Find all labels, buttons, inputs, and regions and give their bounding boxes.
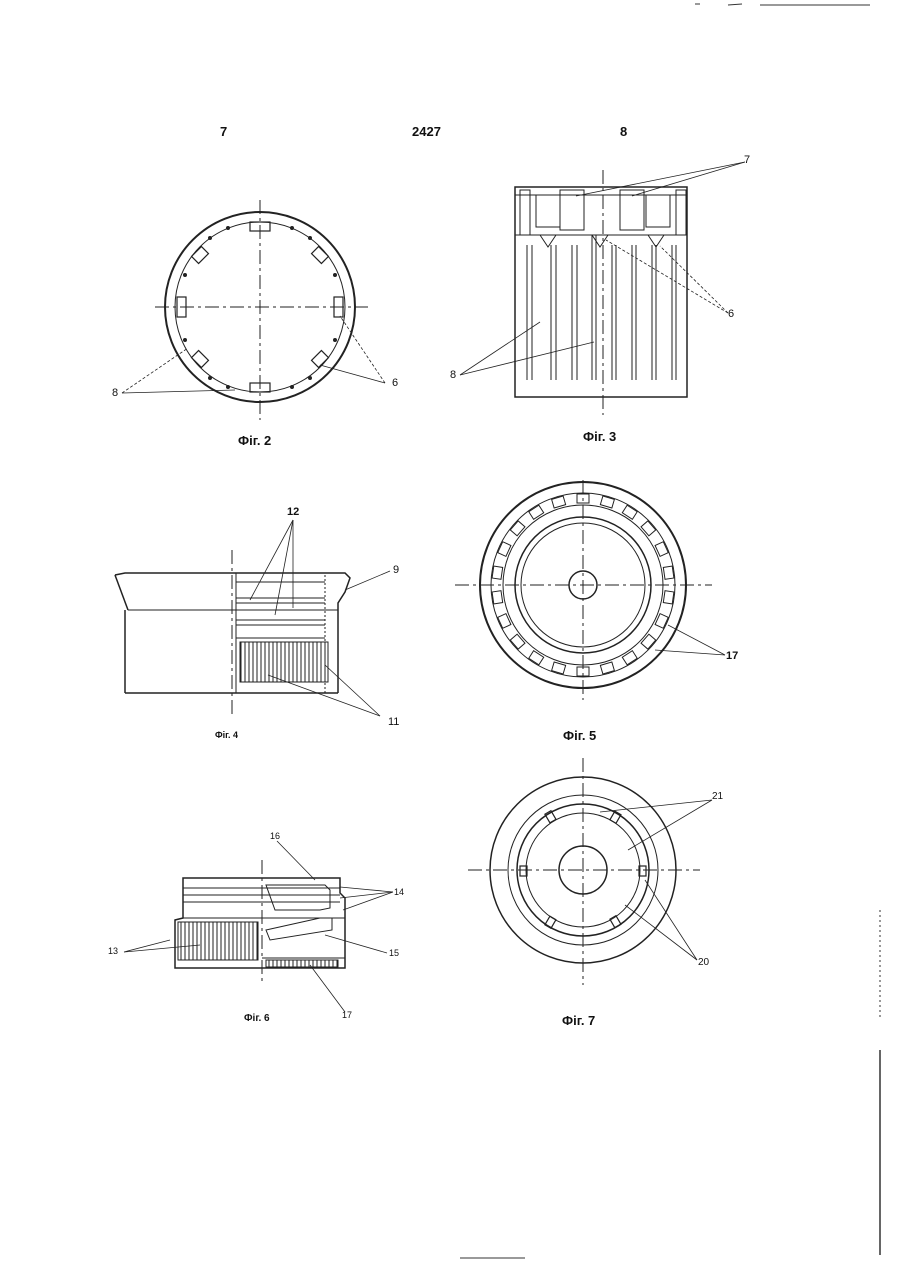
figure-6-drawing [124, 841, 393, 1012]
fig5-ring-tooth [510, 634, 525, 649]
fig7-callout-20: 20 [698, 957, 709, 968]
fig2-caption: Фіг. 2 [238, 433, 271, 448]
fig3-callout-7: 7 [744, 154, 750, 166]
figure-3-drawing [460, 162, 745, 415]
fig4-caption: Фіг. 4 [215, 730, 238, 740]
figure-4-drawing [115, 520, 390, 716]
figure-5-drawing [455, 480, 725, 700]
fig6-callout-15: 15 [389, 948, 399, 958]
fig6-callout-17: 17 [342, 1010, 352, 1020]
fig5-ring-tooth [641, 634, 656, 649]
figure-7-drawing [468, 758, 712, 985]
fig6-callout-13: 13 [108, 946, 118, 956]
fig5-callout-17: 17 [726, 650, 738, 662]
fig5-ring-tooth [641, 521, 656, 536]
scan-marks [460, 4, 880, 1258]
fig2-callout-8: 8 [112, 387, 118, 399]
fig5-ring-tooth [492, 591, 503, 604]
fig5-caption: Фіг. 5 [563, 728, 596, 743]
fig5-ring-tooth [510, 521, 525, 536]
fig3-callout-8: 8 [450, 369, 456, 381]
figure-2-drawing [122, 200, 385, 420]
fig6-caption: Фіг. 6 [244, 1013, 270, 1024]
fig6-callout-16: 16 [270, 831, 280, 841]
fig4-callout-12: 12 [287, 506, 299, 518]
fig5-ring-tooth [492, 566, 503, 579]
fig7-caption: Фіг. 7 [562, 1013, 595, 1028]
fig5-ring-tooth [663, 591, 674, 604]
fig3-callout-6: 6 [728, 308, 734, 320]
fig2-callout-6: 6 [392, 377, 398, 389]
fig5-ring-tooth [663, 566, 674, 579]
fig6-callout-14: 14 [394, 887, 404, 897]
fig4-callout-11: 11 [388, 716, 399, 728]
fig3-caption: Фіг. 3 [583, 429, 616, 444]
fig7-callout-21: 21 [712, 791, 723, 802]
fig4-callout-9: 9 [393, 564, 399, 576]
